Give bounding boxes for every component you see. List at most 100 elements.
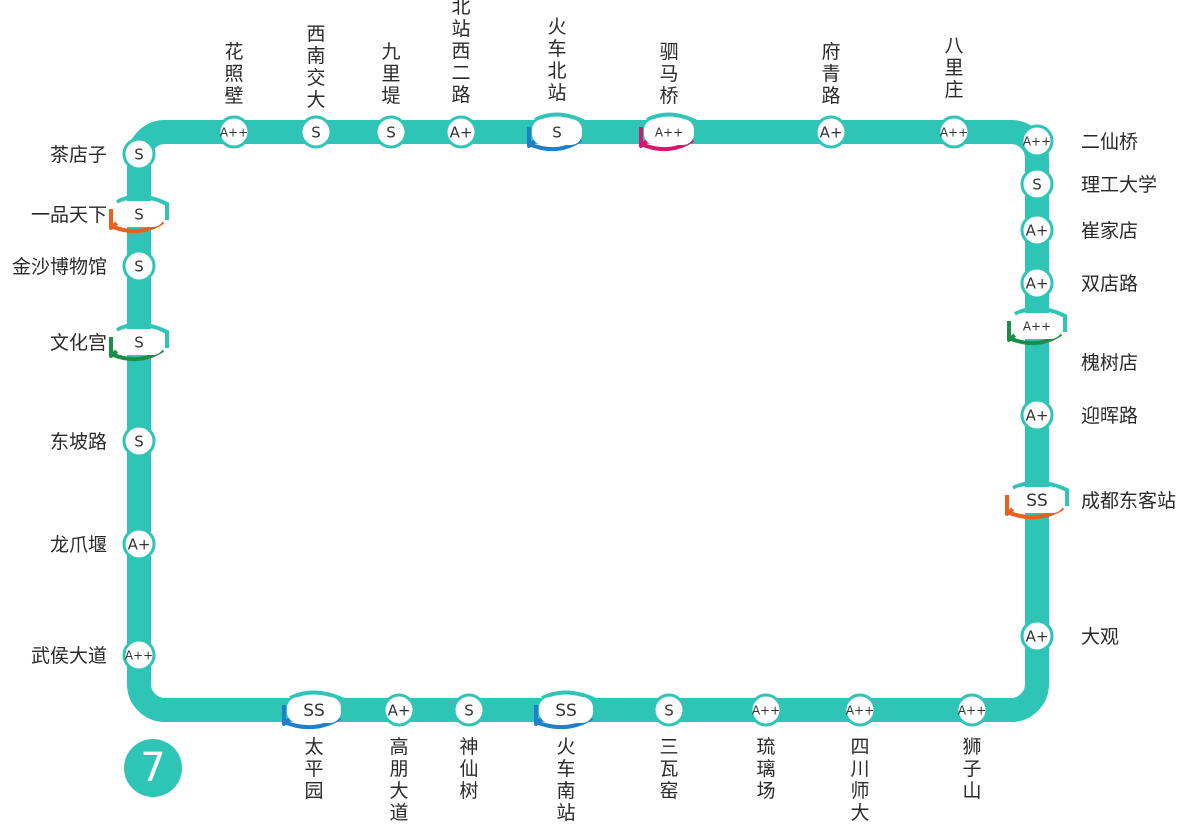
transfer-arrow-icon (1012, 480, 1069, 506)
station-marker (814, 115, 848, 149)
station-marker (299, 115, 333, 149)
station-name-label: 狮子山 (962, 736, 981, 802)
station-marker (955, 693, 989, 727)
line-number-badge: 7 (124, 739, 182, 797)
station-12[interactable]: A+ 崔家店 (1020, 213, 1138, 247)
station-grade-label: A++ (940, 125, 968, 139)
station-name-label: 府青路 (821, 41, 840, 107)
station-17[interactable]: A+ 大观 (1020, 619, 1119, 653)
station-grade-label: A+ (820, 123, 843, 141)
station-marker (843, 693, 877, 727)
station-18[interactable]: A++ 狮子山 (955, 693, 989, 802)
station-name-label: 三瓦窑 (659, 736, 678, 802)
station-grade-label: A+ (1026, 274, 1049, 292)
transfer-arrowhead-icon (639, 127, 650, 148)
station-20[interactable]: A++ 琉璃场 (749, 693, 783, 802)
transfer-arrowhead-icon (1005, 495, 1016, 516)
station-grade-label: SS (1026, 491, 1048, 511)
station-name-label: 双店路 (1081, 273, 1138, 295)
station-name-label: 高朋大道 (389, 736, 408, 824)
station-grade-label: S (134, 257, 144, 275)
station-name-label: 四川师大 (850, 736, 869, 824)
station-marker (217, 115, 251, 149)
transfer-arrowhead-icon (527, 127, 538, 148)
station-marker (1010, 487, 1064, 513)
station-grade-label: A++ (752, 703, 780, 717)
station-name-label: 驷马桥 (659, 41, 678, 107)
station-name-label: 理工大学 (1081, 174, 1157, 196)
station-name-label: 九里堤 (381, 41, 400, 107)
station-grade-label: S (134, 333, 144, 351)
station-name-label: 武侯大道 (31, 645, 107, 667)
transfer-arrow-icon (116, 322, 169, 348)
line-7-track (127, 120, 1049, 722)
transfer-arrow-icon (541, 690, 598, 716)
station-name-label: 神仙树 (459, 736, 478, 802)
transfer-arrowhead-icon (109, 209, 120, 230)
station-24[interactable]: A+ 高朋大道 (382, 693, 416, 824)
station-7[interactable]: A++ 驷马桥 (639, 41, 699, 152)
station-2[interactable]: A++ 花照壁 (217, 41, 251, 149)
station-grade-label: S (386, 123, 396, 141)
station-grade-label: A++ (220, 125, 248, 139)
station-name-label: 茶店子 (50, 144, 107, 166)
station-marker (452, 693, 486, 727)
station-name-label: 一品天下 (31, 204, 107, 226)
station-name-label: 花照壁 (224, 41, 243, 107)
station-8[interactable]: A+ 府青路 (814, 41, 848, 149)
station-21[interactable]: S 三瓦窑 (652, 693, 686, 802)
station-grade-label: A+ (1026, 221, 1049, 239)
station-4[interactable]: S 九里堤 (374, 41, 408, 149)
station-5[interactable]: A+北站西二路 (444, 0, 478, 149)
station-name-label: 大观 (1081, 626, 1119, 648)
station-10[interactable]: A++二仙桥 (1020, 124, 1138, 158)
station-13[interactable]: A+ 双店路 (1020, 266, 1138, 300)
station-grade-label: A+ (388, 701, 411, 719)
station-name-label: 文化宫 (50, 332, 107, 354)
station-name-label: 八里庄 (944, 35, 963, 101)
transfer-arrow-icon (1014, 306, 1067, 332)
station-grade-label: A++ (958, 703, 986, 717)
transfer-arrowhead-icon (282, 705, 293, 726)
station-grade-label: A++ (846, 703, 874, 717)
station-marker (1020, 266, 1054, 300)
station-grade-label: S (134, 205, 144, 223)
station-marker (1020, 619, 1054, 653)
station-marker (122, 137, 156, 171)
station-27[interactable]: A+龙爪堰 (50, 527, 156, 561)
station-marker (122, 424, 156, 458)
station-grade-label: A++ (1023, 319, 1051, 333)
station-grade-label: A+ (128, 535, 151, 553)
station-grade-label: S (311, 123, 321, 141)
station-grade-label: A+ (1026, 406, 1049, 424)
station-name-label: 北站西二路 (451, 0, 470, 106)
station-grade-label: A++ (655, 125, 683, 139)
transfer-arrow-icon (534, 112, 587, 138)
station-19[interactable]: A++ 四川师大 (843, 693, 877, 824)
station-9[interactable]: A++ 八里庄 (937, 35, 971, 149)
station-14[interactable]: A++槐树店 (1007, 306, 1138, 374)
station-marker (644, 119, 694, 145)
station-grade-label: S (134, 432, 144, 450)
station-15[interactable]: A+迎晖路 (1020, 398, 1138, 432)
station-grade-label: S (664, 701, 674, 719)
station-grade-label: A++ (1023, 134, 1051, 148)
station-29[interactable]: S 文化宫 (50, 322, 169, 362)
station-name-label: 崔家店 (1081, 220, 1138, 242)
station-26[interactable]: A++武侯大道 (31, 638, 156, 672)
transfer-arrow-icon (646, 112, 699, 138)
station-31[interactable]: S 一品天下 (31, 194, 169, 234)
station-grade-label: A+ (1026, 627, 1049, 645)
station-name-label: 火车南站 (556, 736, 575, 824)
station-name-label: 琉璃场 (756, 736, 775, 802)
